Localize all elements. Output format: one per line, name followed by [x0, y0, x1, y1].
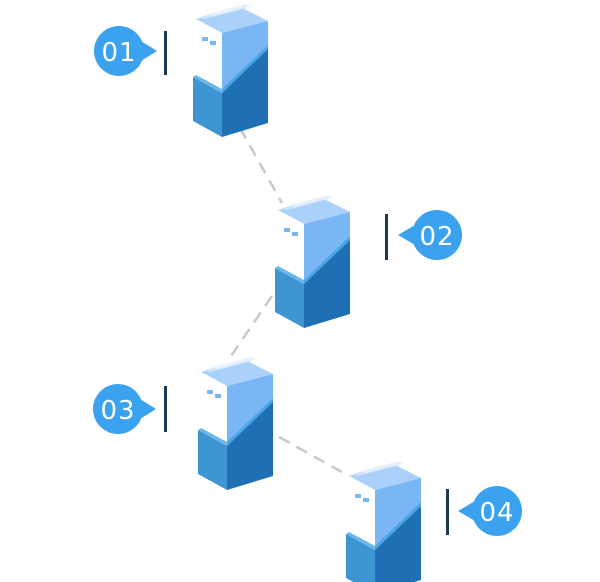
connector-2-3 [229, 295, 274, 357]
step-02-box-icon [275, 195, 350, 328]
step-04-number: 04 [479, 498, 514, 528]
step-01: 01 [94, 4, 268, 137]
step-01-tick [164, 31, 167, 75]
step-03-tick [164, 386, 167, 432]
step-03-number: 03 [100, 396, 135, 426]
step-03-badge: 03 [93, 384, 156, 434]
step-01-badge: 01 [94, 26, 157, 76]
step-02-number: 02 [419, 222, 454, 252]
step-02-tick [385, 214, 388, 260]
step-04-tick [446, 489, 449, 535]
step-01-box-icon [193, 4, 268, 137]
connector-1-2 [238, 127, 284, 204]
step-03: 03 [93, 357, 273, 490]
step-04-box-icon [346, 461, 421, 582]
connectors [229, 127, 350, 478]
step-04: 04 [346, 461, 522, 582]
step-03-box-icon [198, 357, 273, 490]
step-04-badge: 04 [458, 486, 522, 536]
step-02: 02 [275, 195, 462, 328]
step-02-badge: 02 [398, 210, 462, 260]
step-01-number: 01 [101, 38, 136, 68]
connector-3-4 [278, 435, 350, 478]
